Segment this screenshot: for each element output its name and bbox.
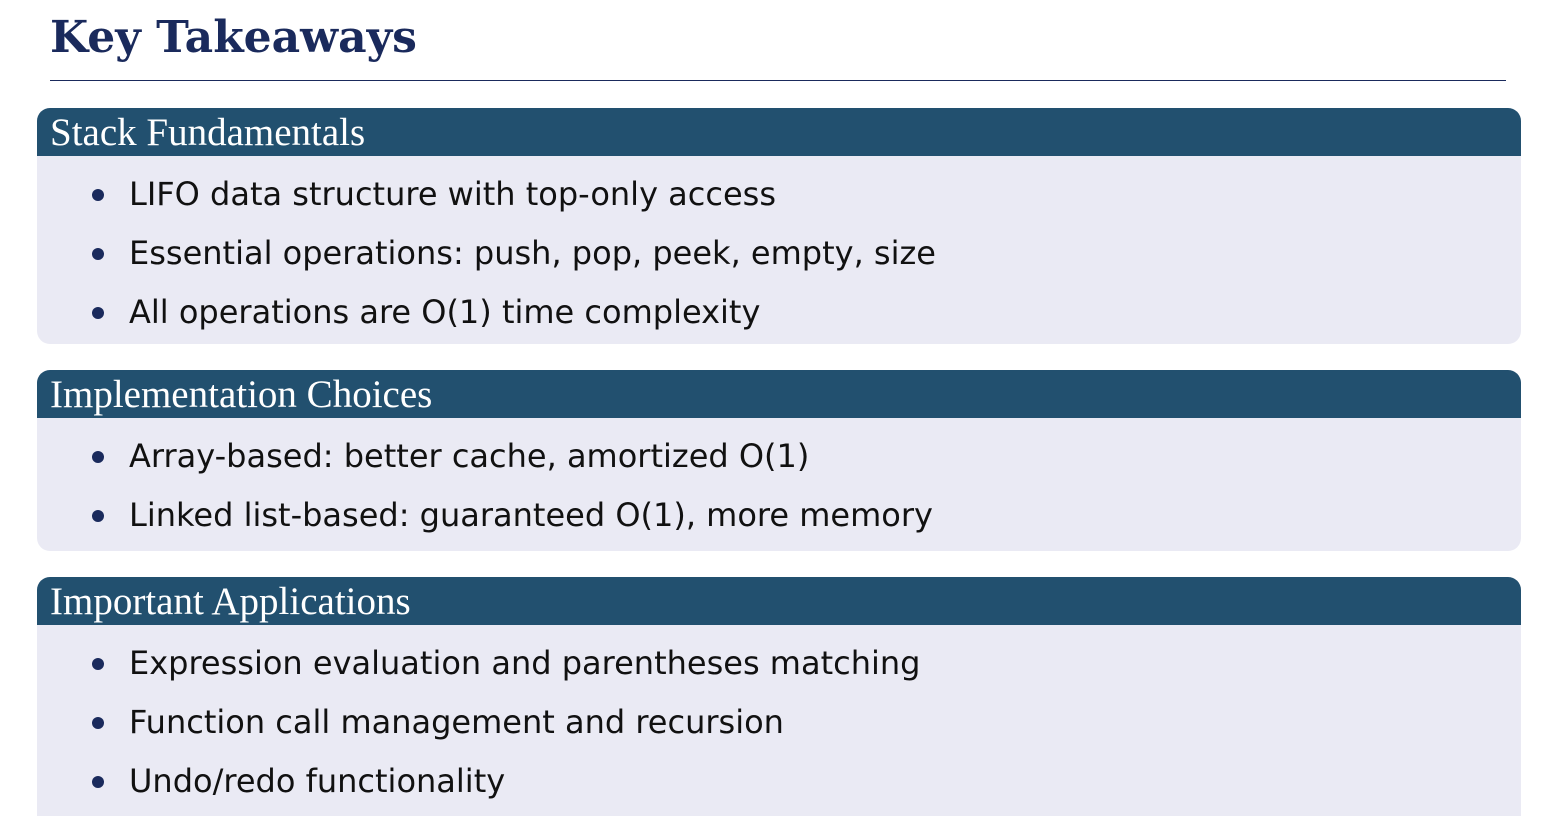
list-item: LIFO data structure with top-only access: [37, 161, 1521, 220]
list-item-text: Linked list-based: guaranteed O(1), more…: [129, 496, 933, 534]
list-item-text: LIFO data structure with top-only access: [129, 175, 776, 213]
bullet-icon: [92, 776, 104, 788]
bullet-icon: [92, 189, 104, 201]
block-heading: Implementation Choices: [37, 370, 1521, 418]
block-implementation-choices: Implementation Choices Array-based: bett…: [37, 370, 1521, 551]
list-item-text: Undo/redo functionality: [129, 762, 506, 800]
list-item: Undo/redo functionality: [37, 748, 1521, 807]
block-heading: Important Applications: [37, 577, 1521, 625]
list-item-text: Function call management and recursion: [129, 703, 784, 741]
list-item: Essential operations: push, pop, peek, e…: [37, 220, 1521, 279]
title-rule: [50, 80, 1506, 81]
list-item-text: Essential operations: push, pop, peek, e…: [129, 234, 936, 272]
bullet-icon: [92, 451, 104, 463]
list-item-text: All operations are O(1) time complexity: [129, 293, 761, 331]
bullet-icon: [92, 307, 104, 319]
list-item: Expression evaluation and parentheses ma…: [37, 630, 1521, 689]
list-item-text: Expression evaluation and parentheses ma…: [129, 644, 921, 682]
list-item: Array-based: better cache, amortized O(1…: [37, 423, 1521, 482]
block-items: LIFO data structure with top-only access…: [37, 161, 1521, 338]
bullet-icon: [92, 248, 104, 260]
bullet-icon: [92, 510, 104, 522]
list-item: Function call management and recursion: [37, 689, 1521, 748]
list-item-text: Array-based: better cache, amortized O(1…: [129, 437, 810, 475]
block-items: Expression evaluation and parentheses ma…: [37, 630, 1521, 807]
bullet-icon: [92, 717, 104, 729]
bullet-icon: [92, 658, 104, 670]
block-stack-fundamentals: Stack Fundamentals LIFO data structure w…: [37, 108, 1521, 344]
slide-title: Key Takeaways: [50, 12, 417, 63]
list-item: Linked list-based: guaranteed O(1), more…: [37, 482, 1521, 541]
block-important-applications: Important Applications Expression evalua…: [37, 577, 1521, 816]
block-items: Array-based: better cache, amortized O(1…: [37, 423, 1521, 541]
block-heading: Stack Fundamentals: [37, 108, 1521, 156]
list-item: All operations are O(1) time complexity: [37, 279, 1521, 338]
